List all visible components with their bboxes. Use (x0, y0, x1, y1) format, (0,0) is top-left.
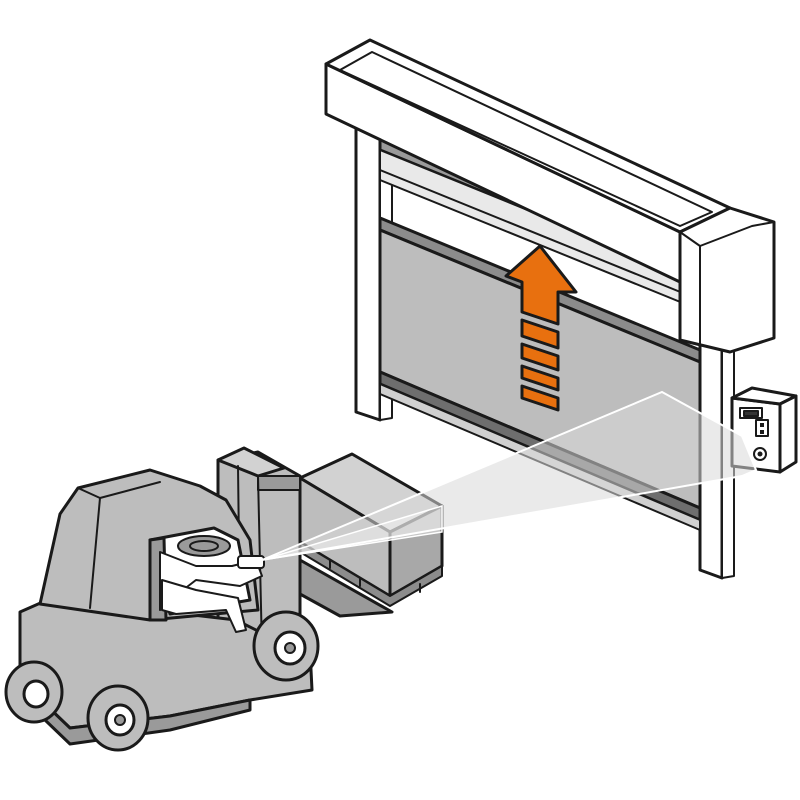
up-arrow-icon (504, 244, 578, 412)
forklift-body (18, 468, 314, 746)
remote-control-icon (237, 555, 265, 569)
forklift-driver (159, 535, 265, 633)
remote-signal-beam (261, 390, 758, 561)
door-left-post (354, 114, 382, 422)
door-header-endcap (678, 206, 776, 354)
forklift-wheels (4, 610, 320, 752)
forklift (4, 446, 444, 752)
